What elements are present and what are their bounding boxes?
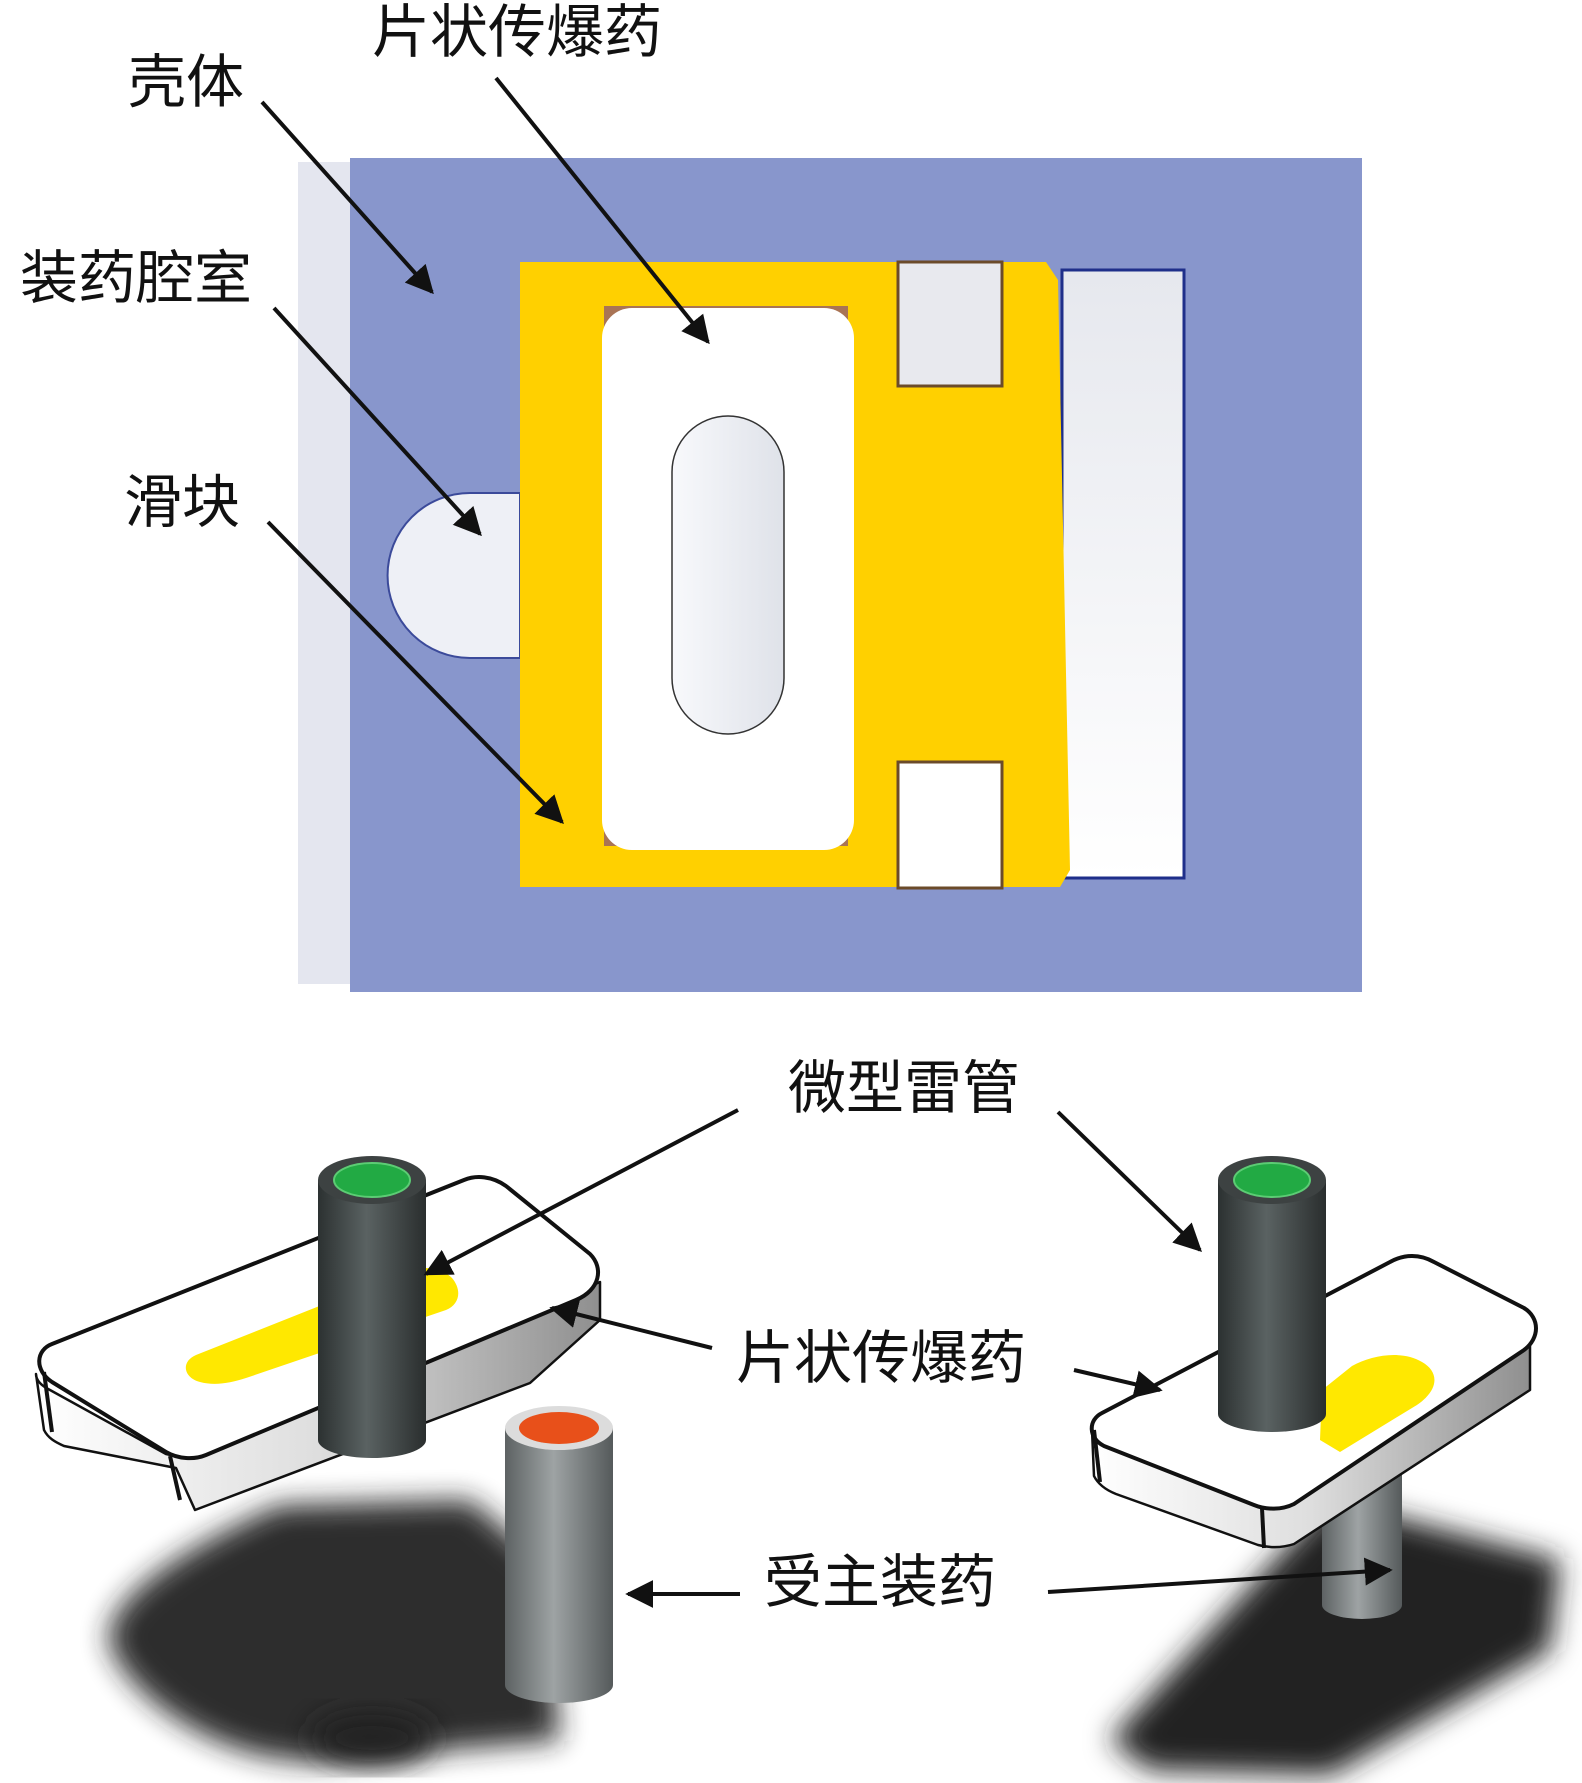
- left-detonator-body: [318, 1180, 426, 1458]
- slider-arrow: [266, 520, 564, 824]
- label-acceptor-charge: 受主装药: [764, 1548, 996, 1616]
- right-slot: [1060, 268, 1186, 880]
- top-booster-arrow: [494, 76, 710, 345]
- small-shadow: [310, 1710, 434, 1766]
- right-block-edge-2: [1260, 1507, 1266, 1549]
- booster-slot: [671, 415, 785, 735]
- right-acceptor-arrow: [1047, 1557, 1393, 1594]
- housing-arrow: [260, 100, 434, 295]
- right-detonator-top: [1233, 1162, 1311, 1198]
- slider-bay: [386, 492, 521, 659]
- left-micro-detonator: [318, 1156, 426, 1458]
- label-bottom-sheet-booster: 片状传爆药: [736, 1324, 1026, 1392]
- left-block-edge-1: [42, 1371, 54, 1433]
- bottom-view: [34, 1156, 1560, 1775]
- right-detonator-arrow: [1056, 1110, 1203, 1252]
- left-shadow: [109, 1500, 561, 1761]
- cavity-arrow: [272, 306, 482, 537]
- right-booster-arrow: [1073, 1368, 1163, 1398]
- right-booster-charge: [1320, 1355, 1435, 1452]
- top-view: [298, 158, 1362, 992]
- left-block-edge-2: [168, 1455, 182, 1501]
- left-acceptor-top: [519, 1412, 599, 1444]
- right-micro-detonator: [1218, 1156, 1326, 1432]
- left-detonator-arrow: [423, 1108, 739, 1276]
- left-acceptor-charge: [505, 1406, 613, 1703]
- right-block-edge-1: [1092, 1429, 1102, 1483]
- label-charge-cavity: 装药腔室: [20, 244, 252, 312]
- label-housing: 壳体: [128, 48, 244, 116]
- right-detonator-body: [1218, 1180, 1326, 1432]
- left-detonator-top: [333, 1162, 411, 1198]
- label-slider: 滑块: [124, 468, 240, 536]
- upper-notch: [896, 260, 1004, 388]
- right-shadow: [1110, 1500, 1560, 1775]
- label-top-sheet-booster: 片状传爆药: [372, 0, 662, 66]
- lower-notch: [896, 760, 1004, 890]
- label-micro-detonator: 微型雷管: [788, 1054, 1020, 1122]
- leader-lines: [260, 76, 1393, 1608]
- left-acceptor-body: [505, 1428, 613, 1703]
- left-booster-arrow: [549, 1300, 713, 1350]
